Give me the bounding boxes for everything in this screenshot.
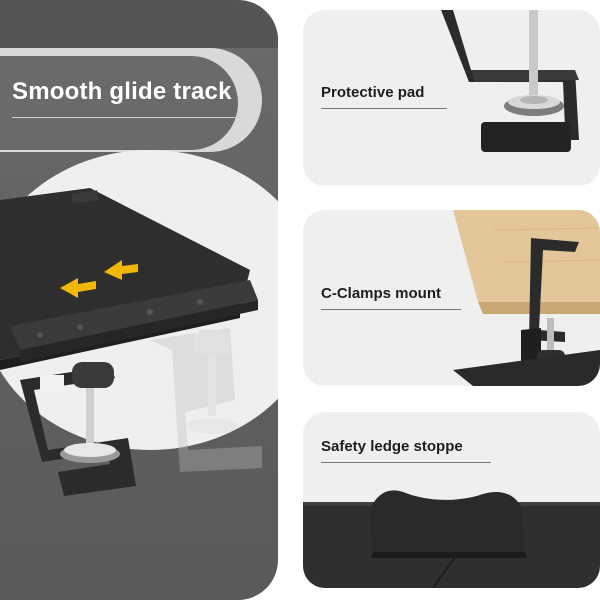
label-underline	[321, 108, 447, 109]
glide-track-illustration	[0, 150, 278, 496]
label-underline	[321, 309, 461, 310]
glide-arrows-icon	[60, 260, 138, 298]
feature-label: Safety ledge stoppe	[321, 438, 463, 455]
safety-ledge-illustration	[303, 490, 600, 588]
feature-card-c-clamps: C-Clamps mount	[303, 210, 600, 386]
panel-title: Smooth glide track	[12, 78, 232, 105]
feature-label: Protective pad	[321, 84, 425, 101]
label-underline	[321, 462, 491, 463]
title-pill-inner	[0, 56, 238, 150]
title-underline	[12, 117, 240, 118]
feature-label: C-Clamps mount	[321, 285, 441, 302]
protective-pad-illustration	[441, 10, 579, 152]
glide-track-panel: Smooth glide track	[0, 0, 278, 600]
feature-card-protective-pad: Protective pad	[303, 10, 600, 186]
c-clamp-icon	[20, 362, 136, 496]
feature-card-safety-ledge: Safety ledge stoppe	[303, 412, 600, 588]
top-band	[0, 0, 278, 48]
c-clamps-illustration	[453, 210, 600, 386]
